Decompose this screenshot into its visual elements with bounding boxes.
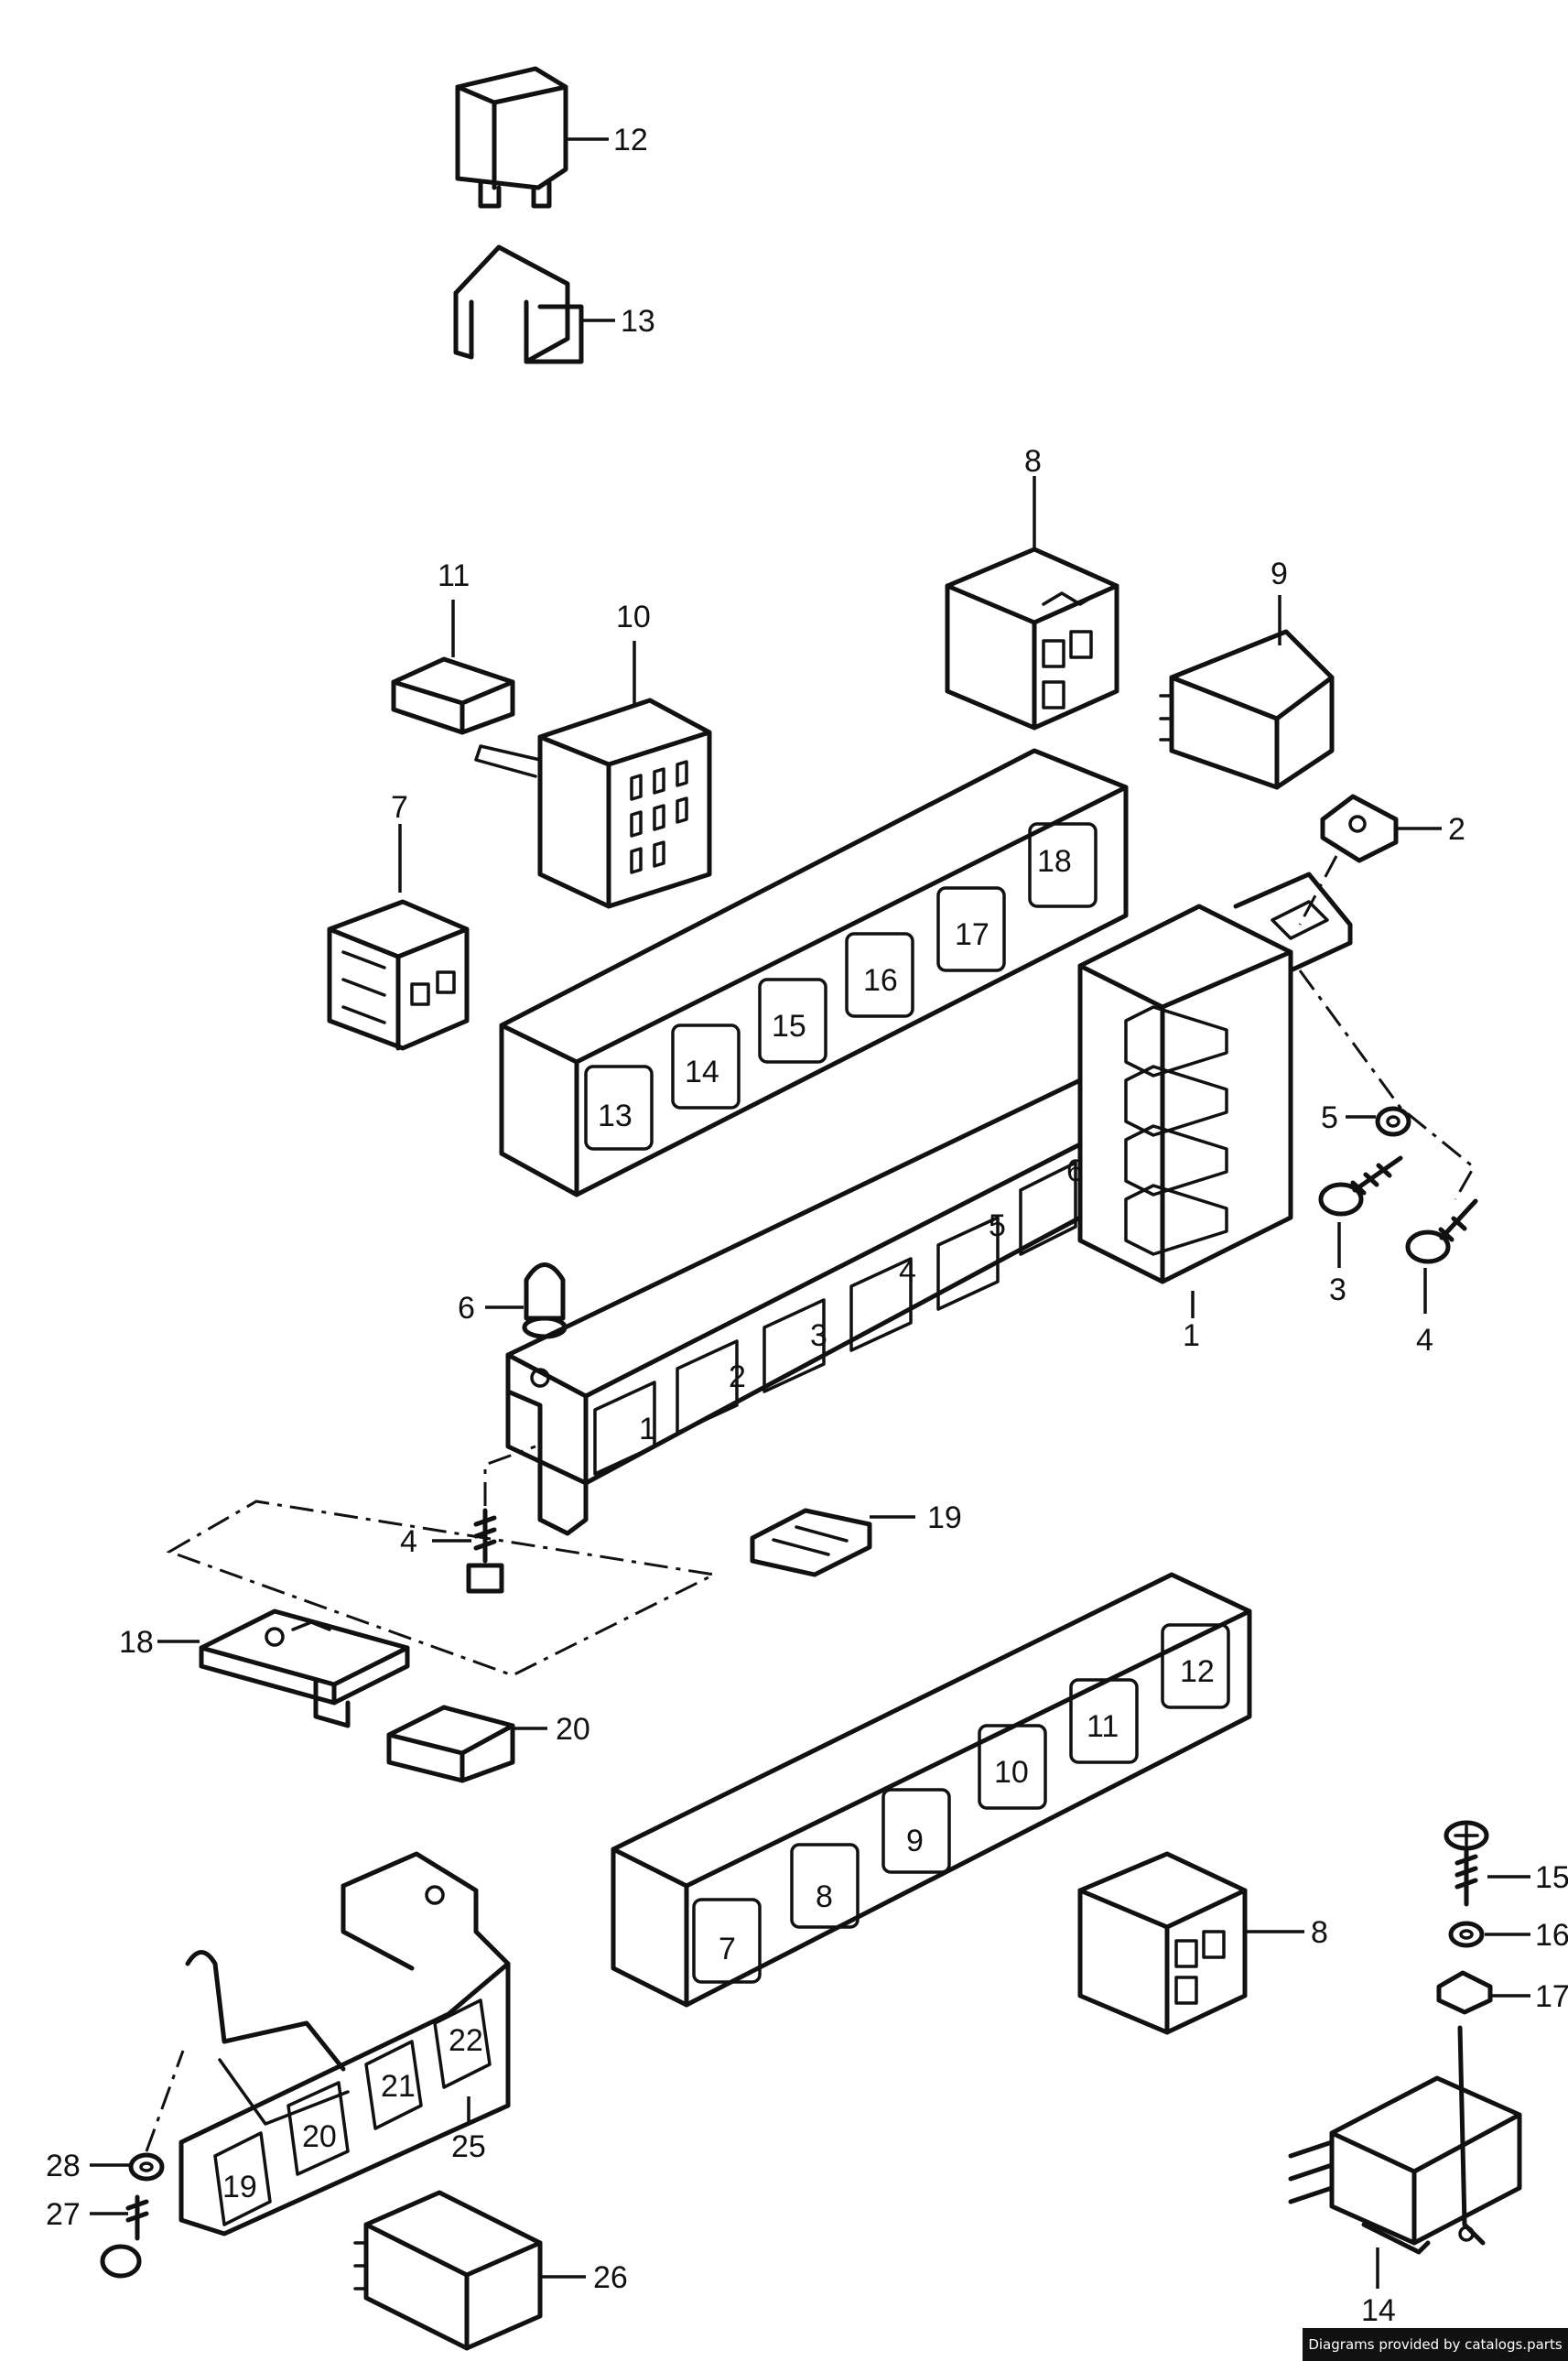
bracket-14 [1288,2025,1522,2255]
relay-strip-upper [499,748,1129,1197]
washer-5 [1375,1106,1411,1137]
callout-1: 1 [1183,1318,1200,1353]
callout-18: 18 [119,1625,154,1660]
slot-10: 10 [994,1755,1029,1790]
callout-2: 2 [1448,812,1465,847]
callout-5: 5 [1321,1100,1338,1135]
callout-27: 27 [46,2197,81,2232]
relay-socket-8-top [945,547,1119,731]
callout-11: 11 [438,558,470,593]
callout-26: 26 [593,2260,628,2295]
fuse-holder-11 [391,656,515,735]
slot-5: 5 [989,1208,1006,1243]
callout-19: 19 [927,1500,962,1535]
slot-19: 19 [222,2170,257,2204]
callout-4-right: 4 [1416,1323,1433,1358]
credit-banner: Diagrams provided by catalogs.parts [1303,2328,1568,2361]
screw-4-right [1405,1198,1478,1264]
slot-16: 16 [863,963,898,998]
slot-6: 6 [1066,1153,1084,1188]
relay-9 [1159,629,1335,790]
slot-13: 13 [598,1099,633,1133]
fuse-relay-carrier-1 [1077,872,1353,1284]
relay-strip-lower [611,1572,1252,2008]
connector-10 [474,698,712,909]
slot-22: 22 [449,2023,483,2058]
callout-8-top: 8 [1024,444,1042,479]
slot-7: 7 [719,1932,736,1966]
connector-7 [327,899,470,1051]
dash-outline-18 [166,1500,719,1677]
callout-20: 20 [556,1712,590,1747]
slot-14: 14 [685,1055,719,1089]
screw-15 [1444,1820,1489,1907]
screw-27 [100,2194,149,2279]
fuse-clip-19 [750,1508,872,1577]
bulb-6 [522,1262,568,1339]
screw-4-left [466,1508,504,1594]
slot-9: 9 [906,1824,924,1858]
slot-2: 2 [729,1359,746,1394]
callout-16: 16 [1535,1918,1568,1953]
slot-frames-upper [584,822,1098,1151]
relay-socket-8-bottom [1077,1851,1248,2035]
slot-18: 18 [1037,844,1072,879]
callout-15: 15 [1535,1860,1568,1895]
slot-17: 17 [955,917,989,952]
relay-strip-main [505,1078,1083,1536]
cover-18 [199,1608,410,1728]
slot-11: 11 [1087,1709,1119,1744]
slot-15: 15 [772,1009,806,1044]
callout-6: 6 [458,1291,475,1326]
callout-10: 10 [616,600,651,634]
slot-8: 8 [816,1879,833,1914]
washer-28 [128,2152,165,2182]
callout-8-bottom: 8 [1311,1915,1328,1950]
dash-4-left [483,1445,536,1506]
callout-14: 14 [1361,2293,1396,2328]
relay-12 [455,66,568,209]
callout-4-left: 4 [400,1524,417,1559]
callout-7: 7 [391,790,408,825]
slot-21: 21 [381,2069,416,2104]
tab-nut-2 [1320,794,1399,863]
callout-17: 17 [1535,1979,1568,2014]
slot-1: 1 [639,1412,656,1446]
clip-13 [453,244,584,364]
slot-4: 4 [899,1254,916,1289]
relay-26 [353,2190,543,2351]
relay-plate-25 [178,1851,511,2236]
slot-3: 3 [810,1318,827,1353]
fuse-20 [386,1705,515,1783]
callout-25: 25 [451,2129,486,2164]
callout-28: 28 [46,2149,81,2183]
dash-5 [1298,969,1476,1200]
callout-13: 13 [621,304,655,339]
dash-2 [1298,855,1338,926]
slot-20: 20 [302,2119,337,2154]
callout-9: 9 [1271,557,1288,591]
callout-12: 12 [613,123,648,157]
callout-3: 3 [1329,1273,1346,1307]
dash-28 [145,2050,185,2152]
nut-17 [1436,1970,1493,2015]
screw-3 [1318,1155,1403,1217]
washer-16 [1448,1921,1485,1948]
slot-12: 12 [1180,1654,1215,1689]
